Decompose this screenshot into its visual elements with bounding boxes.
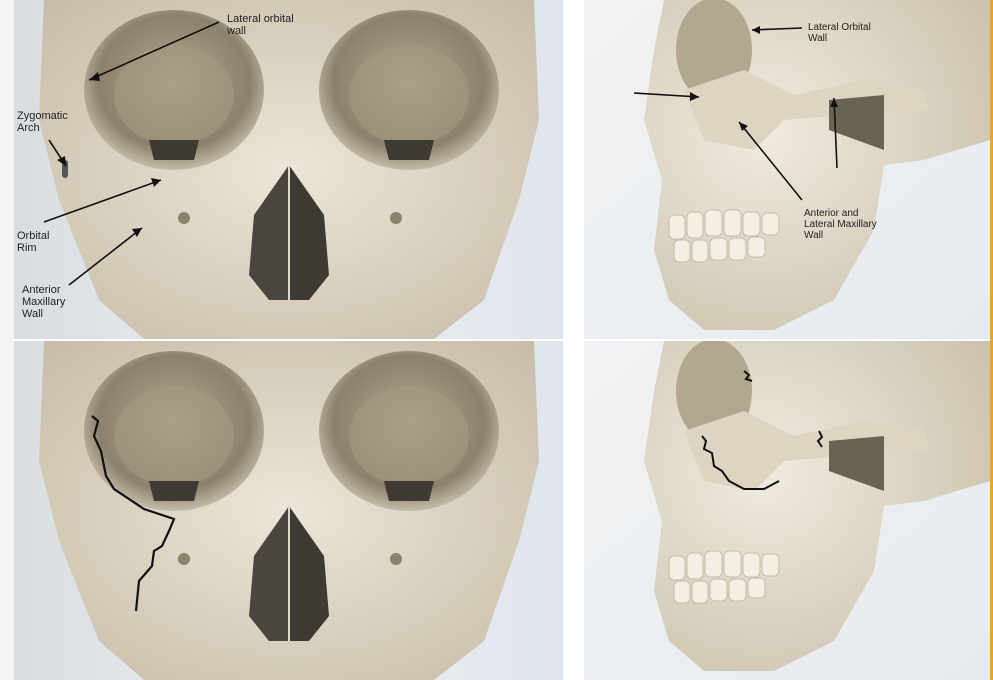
skull-lateral-fracture-illustration	[584, 341, 990, 680]
label-lateral-orbital-wall: Lateral orbital wall	[227, 13, 294, 37]
label-zygomatic-arch: Zygomatic Arch	[17, 110, 68, 134]
left-frame-strip	[0, 0, 14, 680]
skull-frontal-fracture-illustration	[14, 341, 563, 680]
panel-lateral-normal: Lateral Orbital Wall Anterior and Latera…	[584, 0, 990, 339]
panel-lateral-fractured	[584, 341, 990, 680]
label-anterior-lateral-maxillary-wall: Anterior and Lateral Maxillary Wall	[804, 208, 877, 241]
label-anterior-maxillary-wall: Anterior Maxillary Wall	[22, 284, 65, 320]
skull-frontal-illustration	[14, 0, 563, 339]
label-lateral-orbital-wall-side: Lateral Orbital Wall	[808, 22, 871, 44]
panel-frontal-fractured	[14, 341, 563, 680]
skull-lateral-illustration	[584, 0, 990, 339]
label-orbital-rim: Orbital Rim	[17, 230, 49, 254]
panel-frontal-normal: Lateral orbital wall Zygomatic Arch Orbi…	[14, 0, 563, 339]
